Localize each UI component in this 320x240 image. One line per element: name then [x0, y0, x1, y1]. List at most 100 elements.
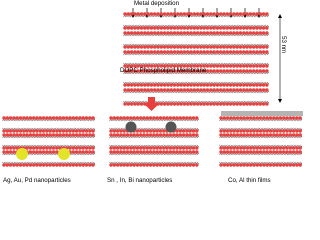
lipid-headgroup [181, 133, 186, 137]
lipid-headgroup [112, 146, 117, 150]
lipid-headgroup [242, 150, 246, 154]
lipid-headgroup [78, 146, 82, 150]
lipid-headgroup [239, 116, 243, 120]
lipid-headgroup [232, 116, 236, 120]
lipid-headgroup [219, 133, 223, 137]
lipid-headgroup [146, 64, 150, 68]
lipid-headgroup [232, 102, 236, 106]
lipid-headgroup [238, 31, 243, 35]
lipid-headgroup [2, 146, 6, 150]
lipid-headgroup [239, 133, 243, 137]
lipid-headgroup [22, 129, 26, 133]
lipid-headgroup [109, 163, 113, 167]
lipid-headgroup [129, 12, 134, 16]
lipid-headgroup [182, 45, 187, 49]
lipid-headgroup [252, 116, 256, 120]
lipid-headgroup [55, 163, 59, 167]
lipid-headgroup [228, 31, 233, 35]
lipid-headgroup [156, 50, 160, 54]
lipid-headgroup [245, 150, 250, 154]
lipid-headgroup [191, 129, 196, 133]
lipid-headgroup [209, 50, 213, 54]
lipid-headgroup [189, 102, 193, 106]
lipid-headgroup [215, 69, 220, 73]
lipid-headgroup [176, 69, 180, 73]
lipid-headgroup [176, 31, 180, 35]
lipid-headgroup [205, 83, 210, 87]
lipid-headgroup [258, 88, 262, 92]
lipid-headgroup [258, 26, 262, 30]
lipid-headgroup [182, 102, 187, 106]
lipid-headgroup [146, 31, 150, 35]
lipid-headgroup [38, 116, 42, 120]
lipid-headgroup [162, 150, 166, 154]
lipid-headgroup [285, 129, 289, 133]
lipid-headgroup [215, 50, 220, 54]
lipid-headgroup [239, 129, 243, 133]
lipid-headgroup [222, 102, 226, 106]
lipid-headgroup [258, 31, 262, 35]
lipid-headgroup [123, 69, 127, 73]
lipid-headgroup [262, 129, 266, 133]
lipid-headgroup [142, 150, 146, 154]
lipid-headgroup [38, 150, 42, 154]
lipid-headgroup [88, 116, 92, 120]
lipid-headgroup [232, 150, 236, 154]
lipid-headgroup [2, 129, 6, 133]
lipid-headgroup [275, 133, 279, 137]
thickness-dimension-arrow [278, 14, 282, 103]
lipid-headgroup [242, 26, 246, 30]
lipid-headgroup [265, 50, 269, 54]
lipid-headgroup [172, 26, 177, 30]
lipid-headgroup [143, 50, 147, 54]
lipid-headgroup [133, 64, 137, 68]
lipid-headgroup [115, 133, 120, 137]
lipid-headgroup [272, 133, 276, 137]
lipid-headgroup [192, 83, 196, 87]
lipid-headgroup [48, 133, 52, 137]
lipid-headgroup [191, 133, 196, 137]
lipid-headgroup [162, 31, 167, 35]
lipid-headgroup [176, 88, 180, 92]
lipid-headgroup [249, 116, 253, 120]
lipid-headgroup [159, 102, 163, 106]
lipid-headgroup [162, 129, 166, 133]
lipid-headgroup [242, 88, 246, 92]
lipid-headgroup [239, 150, 243, 154]
lipid-headgroup [235, 129, 240, 133]
lipid-headgroup [199, 88, 203, 92]
lipid-headgroup [188, 150, 192, 154]
lipid-headgroup [132, 116, 136, 120]
deposition-arrowhead [159, 15, 163, 18]
low-melting-nanoparticle [125, 121, 137, 133]
lipid-headgroup [32, 133, 36, 137]
lipid-headgroup [252, 45, 256, 49]
panel-a-label: Ag, Au, Pd nanoparticles [3, 177, 71, 184]
deposition-arrowhead [243, 15, 247, 18]
lipid-headgroup [219, 150, 223, 154]
lipid-headgroup [219, 129, 223, 133]
lipid-headgroup [81, 163, 85, 167]
lipid-headgroup [159, 83, 163, 87]
lipid-headgroup [178, 129, 182, 133]
lipid-headgroup [142, 116, 146, 120]
lipid-headgroup [145, 150, 149, 154]
lipid-headgroup [265, 45, 269, 49]
lipid-headgroup [166, 45, 170, 49]
lipid-headgroup [258, 12, 262, 16]
lipid-headgroup [45, 150, 49, 154]
lipid-headgroup [189, 12, 193, 16]
lipid-headgroup [258, 83, 262, 87]
thickness-arrowhead-bottom [278, 99, 282, 103]
lipid-headgroup [252, 163, 256, 167]
lipid-headgroup [172, 50, 177, 54]
lipid-headgroup [81, 129, 85, 133]
lipid-headgroup [122, 150, 126, 154]
lipid-headgroup [172, 83, 177, 87]
lipid-headgroup [119, 129, 123, 133]
lipid-headgroup [129, 163, 133, 167]
lipid-headgroup [129, 116, 133, 120]
lipid-headgroup [189, 45, 193, 49]
lipid-headgroup [225, 45, 229, 49]
lipid-headgroup [145, 133, 149, 137]
